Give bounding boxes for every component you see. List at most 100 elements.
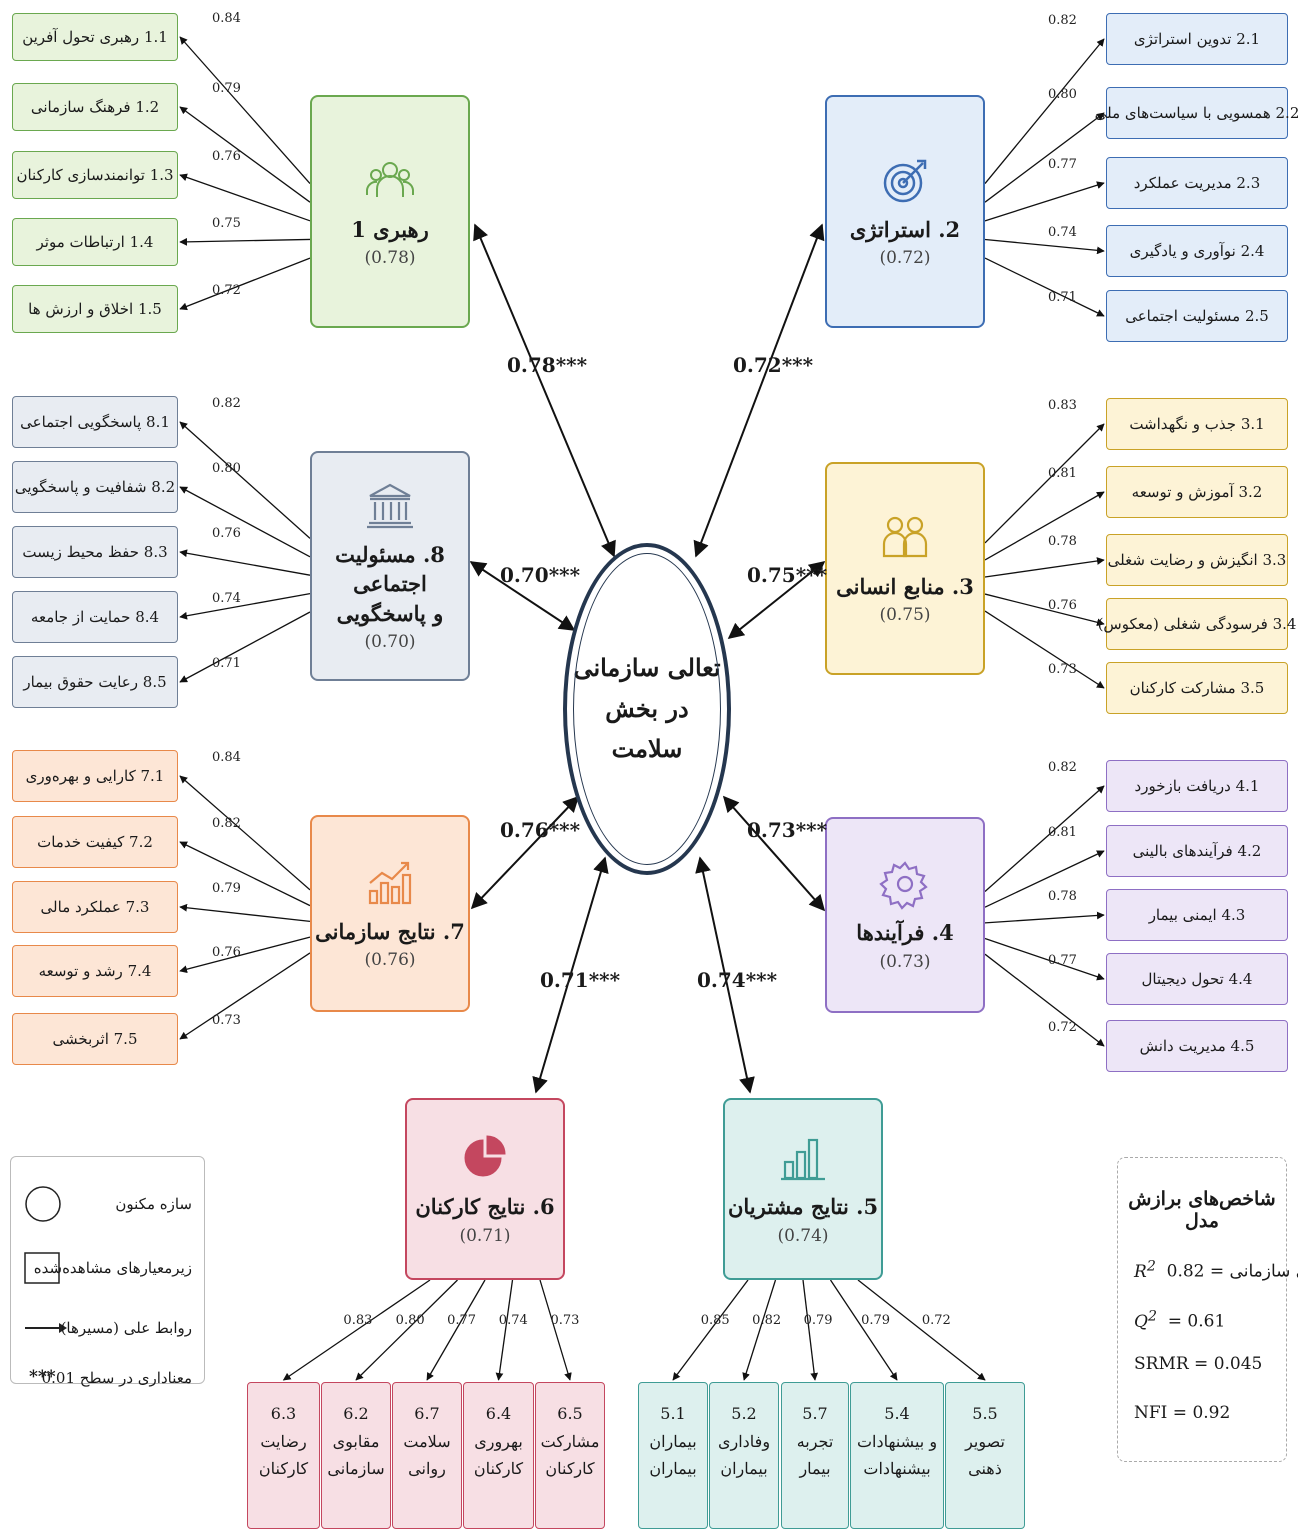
loading-arrow [802,1279,819,1381]
loading-arrow [857,1279,986,1381]
sub-criterion-box: 1.3 توانمندسازی کارکنان [12,151,178,199]
structural-path-arrow [722,795,826,912]
loading-arrow [984,557,1105,578]
sub-criterion-l2: بیشنهادات [863,1459,931,1479]
sub-criterion-l2: ذهنی [968,1459,1002,1479]
sub-criterion-num: 5.2 [731,1404,757,1423]
sub-criterion-l2: بیماران [720,1459,768,1479]
square-shape-icon [24,1252,60,1284]
dimension-leadership: رهبری 1 (0.78) [310,95,470,328]
sub-criterion-box: 3.2 آموزش و توسعه [1106,466,1288,518]
loading-value: 0.80 [395,1313,425,1328]
dimension-title: 8. مسئولیت اجتماعی و پاسخگویی [312,540,468,628]
loading-value: 0.84 [212,11,241,26]
loading-value: 0.73 [1048,662,1077,677]
path-label-d5: 0.74*** [697,968,778,992]
legend-significance-label: معناداری در سطح 0.01 [41,1369,192,1387]
people-pair-icon [882,516,928,557]
sub-criterion-num: 5.5 [972,1404,998,1423]
fit-r2-value: تعالی سازمانی = 0.82 [1166,1261,1298,1282]
loading-value: 0.80 [1048,87,1077,102]
loading-value: 0.72 [212,283,241,298]
loading-value: 0.82 [752,1313,782,1328]
loading-arrow [984,953,1105,1047]
loading-value: 0.73 [550,1313,580,1328]
sub-criterion-l1: مقابوی [332,1431,380,1451]
sub-criterion-num: 5.4 [884,1404,910,1423]
dimension-title-line1: 8. مسئولیت اجتماعی [335,541,445,597]
fit-q2: Q2 = 0.61 [1134,1308,1226,1332]
sub-criterion-l2: بیمار [799,1459,831,1479]
loading-value: 0.75 [212,216,241,231]
loading-value: 0.82 [1048,13,1077,28]
dimension-title-line2: و پاسخگویی [336,600,444,626]
structural-path-arrow [695,856,755,1094]
loading-arrow [179,257,311,311]
center-title-line2: در بخش سلامت [605,693,689,764]
sub-criterion-l2: کارکنان [545,1459,595,1479]
sub-criterion-box: 2.4 نوآوری و یادگیری [1106,225,1288,277]
sub-criterion-box: 4.2 فرآیندهای بالینی [1106,825,1288,877]
bar-chart-icon [781,1139,825,1181]
loading-value: 0.83 [343,1313,373,1328]
fit-title: شاخص‌های برازش مدل [1128,1188,1276,1232]
dimension-title: 5. نتایج مشتریان [727,1194,879,1220]
loading-value: 0.77 [1048,953,1077,968]
sub-criterion-box: 1.4 ارتباطات موثر [12,218,178,266]
structural-path-arrow [532,856,609,1094]
sub-criterion-box: 8.5 رعایت حقوق بیمار [12,656,178,708]
path-label-d8: 0.70*** [500,563,581,587]
loading-arrow [355,1279,458,1381]
loading-value: 0.71 [212,656,241,671]
sub-criterion-l2: روانی [408,1459,446,1479]
loading-value: 0.85 [700,1313,730,1328]
dimension-title: 7. نتایج سازمانی [315,918,465,944]
dimension-score: (0.73) [879,951,931,972]
loading-value: 0.79 [861,1313,891,1328]
loading-arrow [539,1279,572,1381]
loading-value: 0.74 [212,591,241,606]
sub-criterion-l2: کارکنان [473,1459,524,1479]
loading-value: 0.81 [1048,825,1077,840]
sub-criterion-box: 1.5 اخلاق و ارزش ها [12,285,178,333]
sub-criterion-num: 5.7 [802,1404,828,1423]
central-construct: تعالی سازمانی در بخش سلامت [563,543,731,875]
loading-arrow [984,937,1105,981]
people-group-icon [366,161,414,197]
loading-arrow [179,775,311,891]
loading-arrow [984,610,1105,689]
loading-value: 0.83 [1048,398,1077,413]
sub-criterion-l2: کارکنان [258,1459,309,1479]
loading-value: 0.72 [1048,1020,1077,1035]
loading-value: 0.80 [212,461,241,476]
loading-arrow [984,491,1105,561]
loading-value: 0.79 [212,81,241,96]
sub-criterion-l1: بیماران [649,1431,697,1451]
institution-icon [367,483,413,529]
arrow-right-icon [25,1323,67,1333]
loading-arrow [179,173,311,222]
legend-construct-label: سازه مکنون [115,1195,192,1213]
loading-arrow [495,1279,514,1381]
path-label-d1: 0.78*** [507,353,588,377]
dimension-title: رهبری 1 [351,216,429,242]
loading-value: 0.76 [1048,598,1077,613]
loading-value: 0.77 [447,1313,477,1328]
loading-value: 0.73 [212,1013,241,1028]
dimension-score: (0.71) [459,1225,511,1246]
sub-criterion-box: 4.3 ایمنی بیمار [1106,889,1288,941]
sub-criterion-box: 3.5 مشارکت کارکنان [1106,662,1288,714]
loading-arrow [984,785,1105,892]
path-label-d7: 0.76*** [500,818,581,842]
loading-arrow [179,36,311,184]
structural-path-arrow [469,561,576,631]
loading-value: 0.79 [212,881,241,896]
dimension-score: (0.75) [879,605,931,626]
loading-arrow [984,112,1105,203]
loading-arrow [179,952,311,1040]
dimension-title: 3. منابع انسانی [836,573,974,599]
